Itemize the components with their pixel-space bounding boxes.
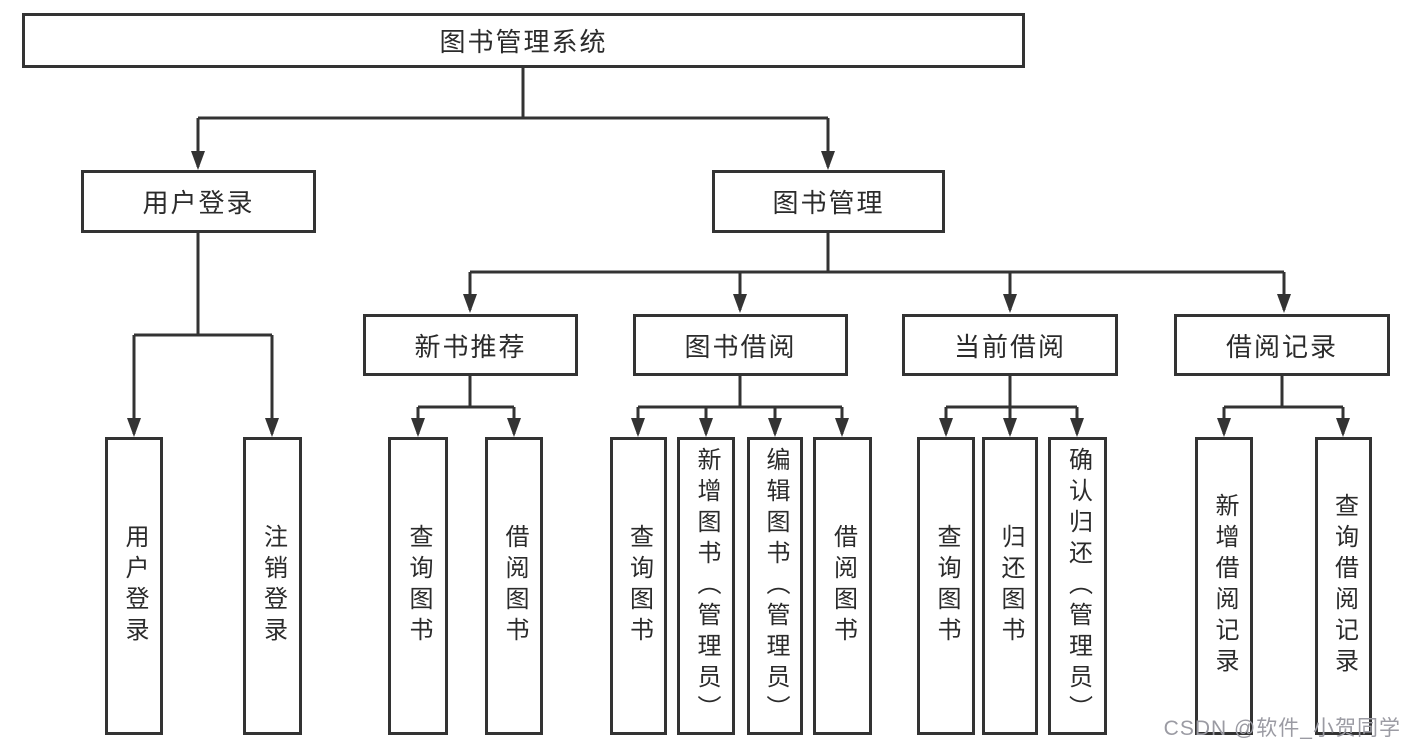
leaf-currentborrow-confirm-label: 确认归还（管理员） — [1064, 446, 1092, 726]
leaf-bookborrow-borrow: 借阅图书 — [813, 437, 872, 735]
leaf-newbook-query: 查询图书 — [388, 437, 448, 735]
node-user-login-label: 用户登录 — [142, 188, 255, 218]
leaf-record-add-label: 新增借阅记录 — [1211, 493, 1238, 679]
leaf-bookborrow-add-label: 新增图书（管理员） — [693, 446, 720, 726]
leaf-record-query-label: 查询借阅记录 — [1330, 493, 1358, 679]
node-current-borrow-label: 当前借阅 — [953, 331, 1066, 362]
node-current-borrow: 当前借阅 — [902, 314, 1118, 376]
node-book-management: 图书管理 — [712, 170, 945, 233]
node-borrow-record-label: 借阅记录 — [1225, 331, 1338, 362]
leaf-bookborrow-edit-label: 编辑图书（管理员） — [762, 446, 789, 726]
leaf-newbook-borrow-label: 借阅图书 — [501, 524, 528, 648]
node-new-book-recommend: 新书推荐 — [363, 314, 578, 376]
leaf-user-login-label: 用户登录 — [121, 524, 148, 648]
leaf-currentborrow-return-label: 归还图书 — [997, 524, 1024, 648]
node-book-borrow-label: 图书借阅 — [684, 331, 797, 362]
leaf-logout-label: 注销登录 — [259, 524, 287, 648]
node-root-label: 图书管理系统 — [439, 27, 608, 57]
leaf-bookborrow-query-label: 查询图书 — [625, 524, 653, 648]
leaf-currentborrow-query-label: 查询图书 — [933, 524, 960, 648]
leaf-currentborrow-query: 查询图书 — [917, 437, 975, 735]
leaf-bookborrow-edit: 编辑图书（管理员） — [747, 437, 803, 735]
leaf-record-query: 查询借阅记录 — [1315, 437, 1372, 735]
node-book-borrow: 图书借阅 — [633, 314, 848, 376]
node-new-book-recommend-label: 新书推荐 — [414, 331, 527, 362]
leaf-logout: 注销登录 — [243, 437, 302, 735]
csdn-watermark: CSDN @软件_小贺同学 — [1163, 717, 1401, 740]
node-root: 图书管理系统 — [22, 13, 1025, 68]
leaf-currentborrow-return: 归还图书 — [982, 437, 1038, 735]
leaf-bookborrow-add: 新增图书（管理员） — [677, 437, 735, 735]
leaf-currentborrow-confirm: 确认归还（管理员） — [1048, 437, 1107, 735]
leaf-bookborrow-query: 查询图书 — [610, 437, 667, 735]
leaf-record-add: 新增借阅记录 — [1195, 437, 1253, 735]
node-user-login: 用户登录 — [81, 170, 316, 233]
node-borrow-record: 借阅记录 — [1174, 314, 1390, 376]
leaf-user-login: 用户登录 — [105, 437, 163, 735]
leaf-bookborrow-borrow-label: 借阅图书 — [829, 524, 857, 648]
node-book-management-label: 图书管理 — [772, 188, 885, 218]
leaf-newbook-borrow: 借阅图书 — [485, 437, 543, 735]
leaf-newbook-query-label: 查询图书 — [405, 524, 432, 648]
